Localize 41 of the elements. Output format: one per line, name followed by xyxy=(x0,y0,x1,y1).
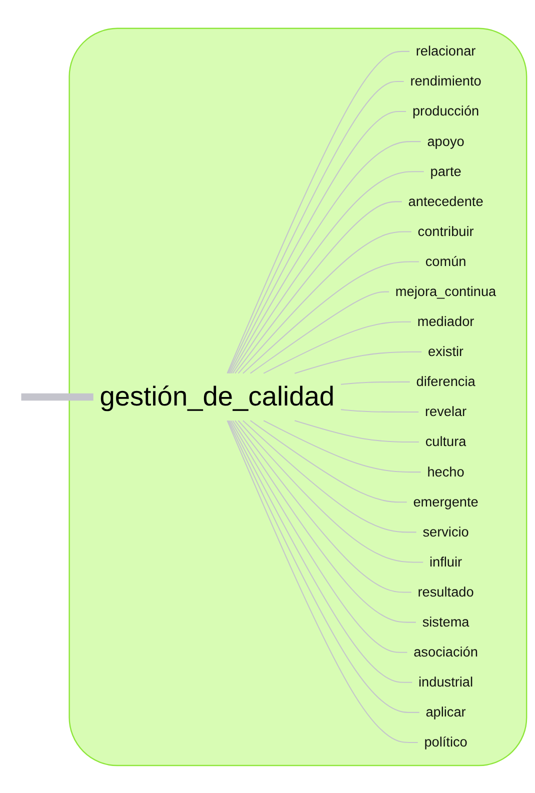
connector xyxy=(250,290,390,374)
node-text: influir xyxy=(430,554,462,570)
node-text: parte xyxy=(430,163,462,179)
node-text: rendimiento xyxy=(410,73,482,88)
node-text: común xyxy=(425,253,466,269)
node-text: diferencia xyxy=(416,374,476,389)
node-text: mejora_continua xyxy=(395,284,496,299)
node-text: contribuir xyxy=(418,223,474,239)
node-text: apoyo xyxy=(427,133,464,149)
node-text: servicio xyxy=(422,524,469,540)
connector xyxy=(234,200,402,374)
node-text: industrial xyxy=(418,674,474,690)
node-text: antecedente xyxy=(408,193,484,209)
node-text: político xyxy=(424,734,468,750)
connector xyxy=(21,392,94,400)
node-text: asociación xyxy=(414,644,478,660)
connector xyxy=(263,420,421,472)
connector xyxy=(294,420,419,442)
connector xyxy=(238,230,412,374)
connector xyxy=(242,420,416,532)
node-text: hecho xyxy=(427,464,464,480)
node-text: relacionar xyxy=(416,43,476,58)
connector xyxy=(242,260,419,374)
node-text: existir xyxy=(428,344,464,359)
node-text: emergente xyxy=(413,494,478,510)
node-text: revelar xyxy=(424,404,467,419)
node-text: resultado xyxy=(418,584,474,600)
connector xyxy=(250,420,407,502)
connector xyxy=(238,420,424,562)
connector xyxy=(263,320,411,374)
connector xyxy=(232,420,416,622)
connector xyxy=(234,420,412,592)
connector xyxy=(294,350,422,374)
node-text: aplicar xyxy=(426,704,466,720)
node-text: producción xyxy=(412,103,480,118)
connector xyxy=(340,380,410,384)
node-text: gestión_de_calidad xyxy=(100,380,335,412)
node-text: sistema xyxy=(422,614,470,630)
node-text: mediador xyxy=(417,314,474,329)
node-text: cultura xyxy=(425,434,466,449)
connector xyxy=(340,408,419,412)
